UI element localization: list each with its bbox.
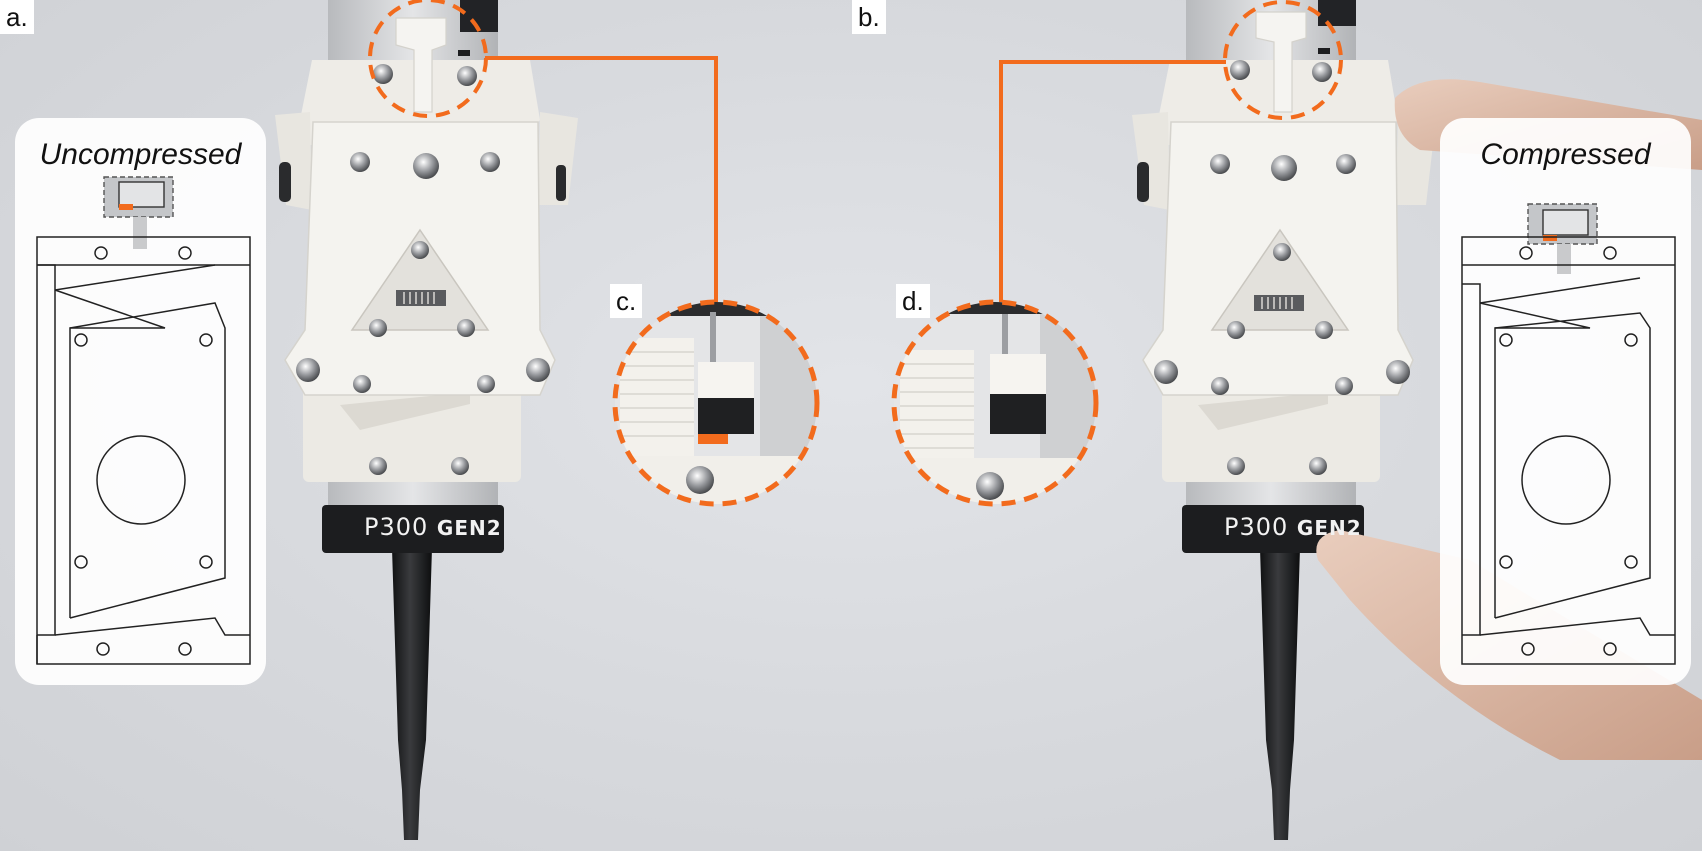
left-side-knob: [279, 162, 291, 202]
left-plunger-top: [395, 17, 447, 113]
left-brand-main: P300: [364, 513, 429, 541]
right-highlight-circle: [1223, 0, 1343, 120]
left-brand-sub: GEN2: [436, 516, 502, 540]
right-brand-sub: GEN2: [1296, 516, 1362, 540]
left-screws: [296, 64, 550, 475]
left-side-clip-right: [538, 112, 578, 205]
schematic-drawing-compressed: [1461, 203, 1676, 665]
panel-label-c: c.: [610, 284, 643, 318]
right-pipette-shaft: [1260, 548, 1300, 840]
right-top-dark-block: [1318, 0, 1356, 26]
schematic-card-uncompressed: Uncompressed: [15, 118, 266, 685]
right-plunger-top: [1255, 11, 1307, 113]
left-flexure-lower: [340, 392, 470, 430]
panel-label-a: a.: [0, 0, 34, 34]
right-flexure-lower: [1198, 392, 1328, 430]
left-sensor-marker: [458, 50, 470, 56]
right-pipette-collar: [1182, 505, 1364, 553]
left-device: [275, 0, 578, 840]
inset-c-sensor-upper: [698, 362, 754, 398]
inset-c-white-block: [620, 338, 694, 456]
inset-d: [891, 299, 1099, 507]
left-triangle-window: [350, 228, 490, 331]
schematic-title-uncompressed: Uncompressed: [39, 138, 242, 171]
schematic-card-compressed: Compressed: [1440, 118, 1691, 685]
right-screws: [1154, 60, 1410, 475]
left-pipette-brand: P300 GEN2: [364, 513, 502, 541]
connector-line-right: [999, 60, 1226, 302]
right-sensor-marker: [1318, 48, 1330, 54]
schematic-title-compressed: Compressed: [1480, 138, 1651, 171]
inset-d-border: [891, 299, 1099, 507]
inset-c: [612, 299, 820, 507]
inset-c-border: [612, 299, 820, 507]
inset-d-sensor-lower: [990, 394, 1046, 434]
panel-label-d: d.: [896, 284, 930, 318]
inset-c-orange-marker: [698, 434, 728, 444]
right-strain-gauge-lines: [1261, 297, 1293, 309]
right-side-knob: [1137, 162, 1149, 202]
connector-line-left: [485, 56, 718, 302]
inset-d-sensor-upper: [990, 354, 1046, 394]
left-pipette-shaft: [392, 548, 432, 840]
right-triangle-window: [1210, 228, 1350, 331]
right-pipette-brand: P300 GEN2: [1224, 513, 1362, 541]
left-strain-gauge-lines: [403, 292, 435, 304]
left-pipette-collar: [322, 505, 504, 553]
inset-c-sensor-lower: [698, 398, 754, 434]
right-device: [1132, 0, 1436, 840]
schematic-drawing-uncompressed: [36, 176, 251, 665]
panel-label-b: b.: [852, 0, 886, 34]
left-side-knob-right: [556, 165, 566, 201]
right-brand-main: P300: [1224, 513, 1289, 541]
